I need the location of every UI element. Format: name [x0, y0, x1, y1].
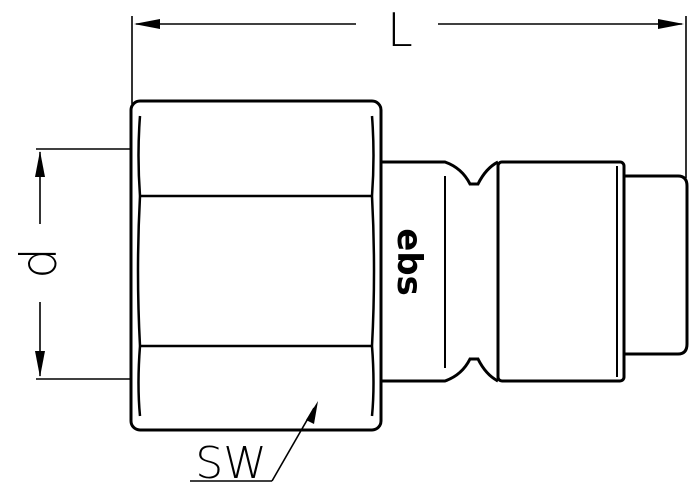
leader-arrowhead — [306, 401, 318, 424]
length-dimension — [131, 16, 687, 178]
hex-chamfer-mid-left — [136, 195, 142, 347]
wrench-size-callout — [190, 401, 318, 482]
arrowhead-left — [134, 19, 160, 29]
arrowhead-top — [35, 151, 45, 177]
plug-sleeve — [496, 160, 626, 383]
plug-body — [381, 160, 689, 383]
length-label: L — [387, 3, 413, 57]
wrench-size-label: SW — [195, 438, 266, 489]
diameter-dimension — [35, 148, 132, 380]
arrowhead-bottom — [35, 351, 45, 377]
plug-nose — [624, 174, 689, 356]
hex-nut — [129, 99, 383, 432]
hex-body — [129, 99, 383, 432]
brand-marking: ebs — [389, 228, 429, 296]
arrowhead-right — [658, 19, 684, 29]
hex-chamfer-top-left — [137, 115, 142, 197]
hex-chamfer-bottom-left — [137, 345, 142, 417]
plug-neck-and-groove — [381, 160, 499, 383]
hex-chamfer-top-right — [370, 115, 375, 197]
diameter-label: d — [10, 247, 68, 279]
hex-chamfer-bottom-right — [370, 345, 375, 417]
hex-chamfer-mid-right — [370, 195, 376, 347]
